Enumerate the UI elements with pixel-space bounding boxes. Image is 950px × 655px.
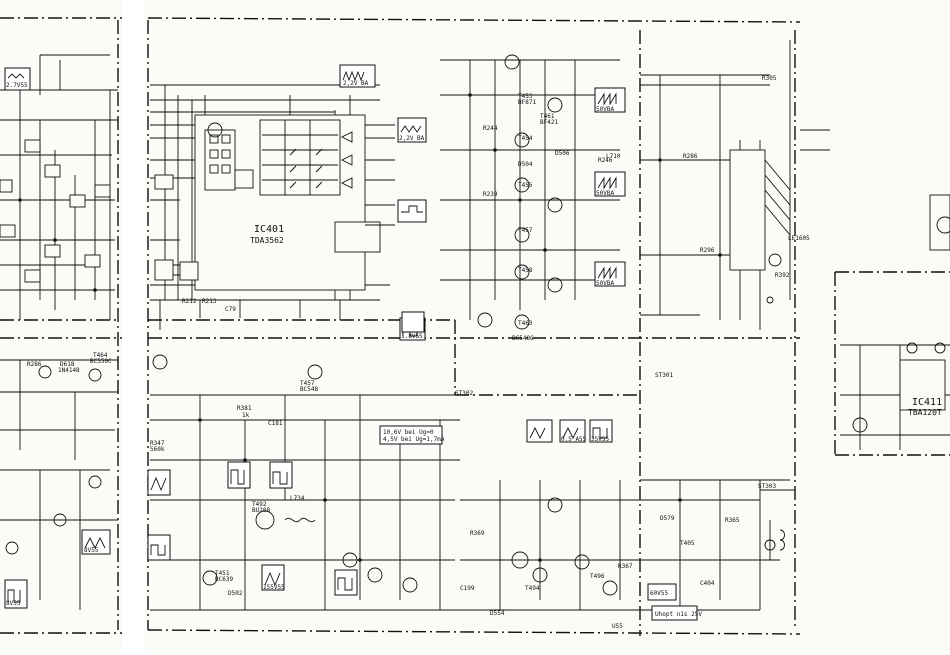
- capacitor-label: C404: [700, 580, 715, 587]
- diode-label: D579: [660, 515, 675, 522]
- waveform-label: 35V55: [591, 436, 609, 443]
- transistor-label: T457: [300, 380, 315, 387]
- ic401-ref: IC401: [254, 224, 284, 235]
- frame-lines: [0, 17, 950, 636]
- transistor-label: T454: [518, 135, 533, 142]
- ic411-region: IC411 TBA120T: [840, 342, 950, 450]
- resistor-label: R305: [762, 75, 777, 82]
- ic411-body: [899, 359, 946, 411]
- waveform-label: 60V55: [650, 590, 668, 597]
- junction-dots: [18, 93, 722, 562]
- note-text: 4,5V bei Ug=1,7mA: [383, 436, 445, 443]
- resistor-label: R367: [618, 563, 633, 570]
- transistor-type: BU208: [252, 507, 270, 514]
- vertical-sync-region: 0,5 A55 35V55 T496 T494 R367 D579 C404 D…: [460, 372, 795, 630]
- connector-label: ST303: [758, 483, 776, 490]
- resistor-value: 1k: [242, 412, 250, 419]
- transistor-type: BC548: [300, 386, 318, 393]
- transistor-type: BC548C: [512, 335, 534, 342]
- transistor-label: T494: [525, 585, 540, 592]
- diode-label: D506: [555, 150, 570, 157]
- waveform-label: 0,5 A55: [561, 436, 587, 443]
- page-gutter: [122, 0, 145, 651]
- inductor-label: L710: [606, 153, 621, 160]
- ic401-part: TDA3562: [250, 236, 284, 245]
- transistor-label: T405: [680, 540, 695, 547]
- waveform-label: U55: [612, 623, 623, 630]
- ic401-region: IC401 TDA3562 2,2V BA 2,2V BA 1.8V55 C79…: [150, 64, 427, 341]
- note-text: Uhopt n1s 25V: [655, 611, 702, 618]
- transistor-label: T464: [93, 352, 108, 359]
- rgb-output-stages: T453 BF871 T454 T455 R244 D504 R239 T457…: [401, 54, 626, 397]
- waveform-label: 2,2V BA: [343, 80, 369, 87]
- connector-label: ST302: [455, 390, 473, 397]
- transistor-type: BC550C: [90, 358, 112, 365]
- waveform-label: 1.8V55: [401, 333, 423, 340]
- deflection-region: R381 1k C181 R347 560k 155V55 T492 BU208…: [147, 354, 460, 611]
- resistor-label: R213: [202, 298, 217, 305]
- transistor-label: T496: [590, 573, 605, 580]
- waveform-label: 50VBA: [596, 280, 614, 287]
- transistor-type: BC639: [215, 576, 233, 583]
- resistor-label: R296: [700, 247, 715, 254]
- transistor-label: T453: [518, 93, 533, 100]
- connector-label: ST301: [655, 372, 673, 379]
- transistor-label: T461: [540, 113, 555, 120]
- resistor-label: R212: [182, 298, 197, 305]
- ic411-ref: IC411: [912, 397, 942, 408]
- transistor-label: T451: [215, 570, 230, 577]
- waveform-label: 155V55: [263, 584, 285, 591]
- transistor-type: BF871: [518, 99, 536, 106]
- resistor-label: R244: [483, 125, 498, 132]
- resistor-label: R392: [775, 272, 790, 279]
- resistor-label: R381: [237, 405, 252, 412]
- crt-socket-region: R286 R296 R305 R392 LE1605: [640, 40, 950, 330]
- diode-label: D554: [490, 610, 505, 617]
- capacitor-label: C181: [268, 420, 283, 427]
- component-label: LE1605: [788, 235, 810, 242]
- transistor-label: T492: [252, 501, 267, 508]
- transistor-label: T455: [518, 182, 533, 189]
- diode-label: D618: [60, 361, 75, 368]
- diode-label: D504: [518, 161, 533, 168]
- waveform-label: 2.7V55: [6, 82, 28, 89]
- waveform-label: 50VBA: [596, 190, 614, 197]
- waveform-label: 8V55: [6, 600, 21, 607]
- waveform-label: 50VBA: [596, 106, 614, 113]
- waveform-label: 2,2V BA: [399, 135, 425, 142]
- capacitor-label: C79: [225, 306, 236, 313]
- transistor-type: BF421: [540, 119, 558, 126]
- resistor-label: R246: [598, 157, 613, 164]
- resistor-label: R365: [725, 517, 740, 524]
- transistor-label: T463: [518, 320, 533, 327]
- resistor-label: R286: [683, 153, 698, 160]
- left-sheet: 2.7V55 R286 T464 BC550C D618 1N4148 8V55…: [0, 54, 118, 610]
- capacitor-label: C199: [460, 585, 475, 592]
- diode-type: 1N4148: [58, 367, 80, 374]
- resistor-label: R369: [470, 530, 485, 537]
- diode-label: D502: [228, 590, 243, 597]
- note-text: 10,6V bei Ug=0: [383, 429, 434, 436]
- resistor-label: R347: [150, 440, 165, 447]
- waveform-label: 8V55: [84, 547, 99, 554]
- ic411-part: TBA120T: [908, 408, 942, 417]
- resistor-label: R239: [483, 191, 498, 198]
- transistor-label: T457: [518, 227, 533, 234]
- resistor-label: R286: [27, 361, 42, 368]
- transistor-label: T458: [518, 267, 533, 274]
- inductor-label: L734: [290, 495, 305, 502]
- resistor-value: 560k: [150, 446, 165, 453]
